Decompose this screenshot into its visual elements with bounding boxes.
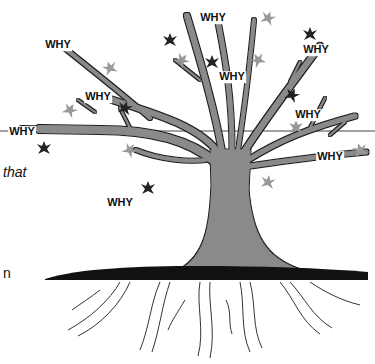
branch-label: WHY bbox=[106, 197, 134, 209]
cut-off-text: n bbox=[3, 266, 11, 281]
branch-label: WHY bbox=[84, 91, 112, 103]
branch-label: WHY bbox=[8, 126, 36, 138]
ground bbox=[45, 266, 368, 280]
branch-label: WHY bbox=[294, 109, 322, 121]
branch-label: WHY bbox=[199, 12, 227, 24]
branch-label: WHY bbox=[302, 44, 330, 56]
cut-off-text: that bbox=[3, 165, 26, 180]
leaves bbox=[37, 9, 368, 194]
branch-label: WHY bbox=[44, 39, 72, 51]
branch-label: WHY bbox=[316, 151, 344, 163]
branch-label: WHY bbox=[218, 71, 246, 83]
roots bbox=[68, 282, 360, 358]
tree bbox=[22, 16, 366, 270]
